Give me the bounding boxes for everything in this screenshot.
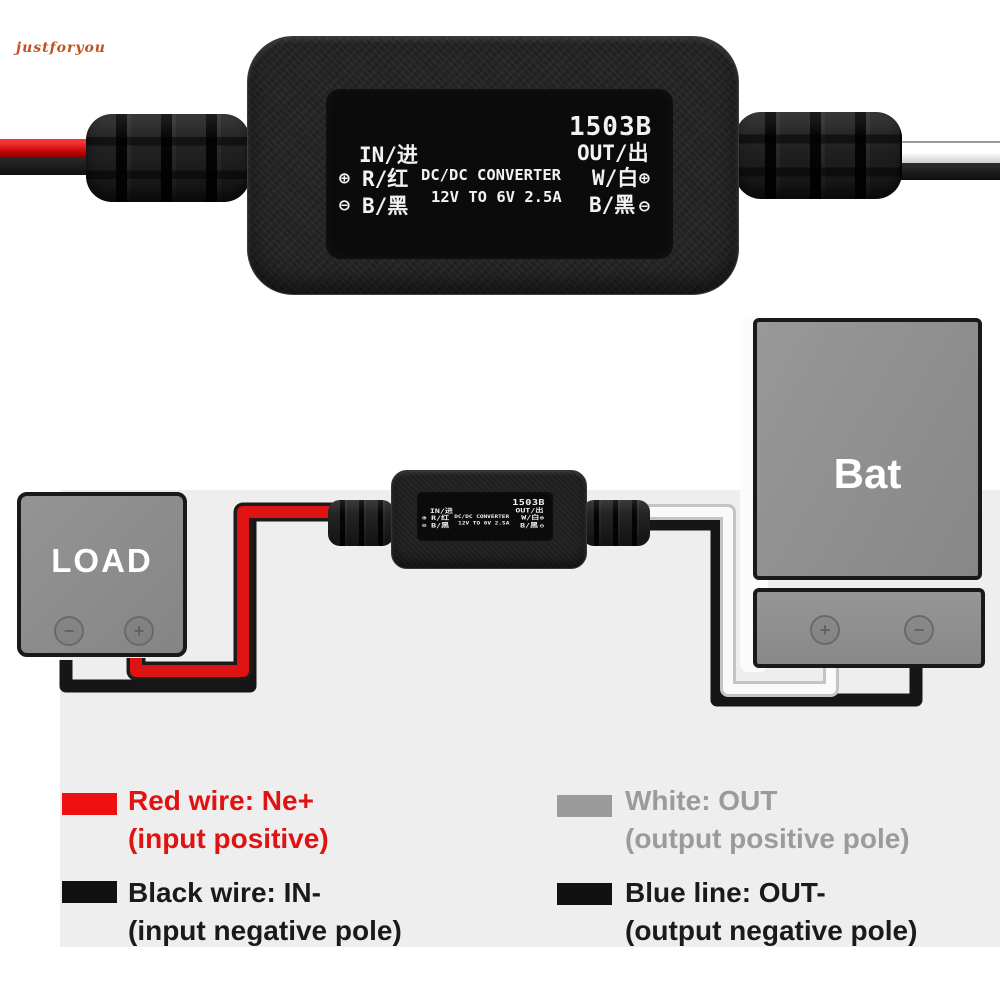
plus-icon: ⊕ (539, 514, 544, 521)
converter-title: DC/DC CONVERTER (421, 166, 561, 184)
model-number: 1503B (512, 498, 545, 508)
battery-positive-terminal: + (810, 615, 840, 645)
right-strain-relief (735, 112, 902, 199)
converter-label-plate-small: 1503B IN/进 OUT/出 ⊕ R/红 DC/DC CONVERTER W… (417, 492, 554, 541)
battery-terminal-block: + − (753, 588, 985, 668)
black-input-wire-photo (0, 157, 90, 175)
right-strain-relief-small (582, 500, 650, 546)
red-wire-swatch (62, 793, 117, 815)
load-positive-terminal: + (124, 616, 154, 646)
white-output-wire (646, 507, 836, 694)
legend-line: White: OUT (625, 785, 778, 816)
legend-item-black: Black wire: IN- (input negative pole) (128, 874, 402, 950)
red-input-wire (130, 506, 342, 677)
legend-line: Black wire: IN- (128, 877, 321, 908)
out-label: OUT/出 (577, 141, 649, 165)
blue-line-swatch (557, 883, 612, 905)
minus-glyph: − (63, 620, 75, 641)
legend-line: (output positive pole) (625, 823, 910, 854)
in-label: IN/进 (429, 507, 454, 515)
converter-label-plate: 1503B IN/进 OUT/出 ⊕ R/红 DC/DC CONVERTER W… (326, 89, 673, 259)
legend-item-blue: Blue line: OUT- (output negative pole) (625, 874, 917, 950)
legend-item-red: Red wire: Ne+ (input positive) (128, 782, 329, 858)
legend-line: (input negative pole) (128, 915, 402, 946)
plus-glyph: + (133, 620, 145, 641)
legend-item-white: White: OUT (output positive pole) (625, 782, 910, 858)
black-output-wire-photo (893, 163, 1000, 180)
load-negative-terminal: − (54, 616, 84, 646)
input-positive-label: R/红 (362, 167, 409, 191)
output-negative-label: B/黑 (520, 521, 539, 529)
converter-body: 1503B IN/进 OUT/出 ⊕ R/红 DC/DC CONVERTER W… (247, 36, 739, 295)
minus-icon: ⊖ (339, 195, 350, 216)
input-negative-label: B/黑 (362, 194, 409, 218)
input-positive-label: R/红 (431, 514, 450, 522)
white-wire-swatch (557, 795, 612, 817)
load-label: LOAD (51, 542, 153, 579)
battery-label: Bat (833, 450, 902, 497)
minus-icon: ⊖ (639, 196, 650, 217)
plus-icon: ⊕ (339, 168, 350, 189)
minus-icon: ⊖ (539, 522, 544, 529)
legend-line: (output negative pole) (625, 915, 918, 946)
load-box: LOAD − + (17, 492, 187, 657)
converter-title: DC/DC CONVERTER (454, 514, 510, 520)
legend-line: Blue line: OUT- (625, 877, 826, 908)
minus-icon: ⊖ (422, 522, 427, 529)
left-strain-relief-small (328, 500, 394, 546)
model-number: 1503B (569, 112, 653, 142)
minus-glyph: − (913, 619, 925, 640)
left-strain-relief (86, 114, 250, 202)
plus-glyph: + (819, 619, 831, 640)
in-label: IN/进 (359, 143, 418, 167)
watermark: justforyou (16, 40, 106, 56)
out-label: OUT/出 (515, 506, 544, 514)
red-input-wire-photo (0, 139, 96, 158)
plus-icon: ⊕ (422, 514, 427, 521)
plus-icon: ⊕ (639, 168, 650, 189)
output-negative-label: B/黑 (589, 193, 636, 217)
legend-line: (input positive) (128, 823, 329, 854)
black-wire-swatch (62, 881, 117, 903)
output-positive-label: W/白 (592, 166, 639, 190)
black-output-wire (646, 517, 923, 707)
legend-line: Red wire: Ne+ (128, 785, 314, 816)
battery-box: Bat (753, 318, 982, 580)
voltage-spec: 12V TO 6V 2.5A (431, 188, 562, 206)
battery-negative-terminal: − (904, 615, 934, 645)
output-positive-label: W/白 (521, 514, 540, 522)
voltage-spec: 12V TO 6V 2.5A (458, 520, 510, 526)
input-negative-label: B/黑 (431, 522, 450, 530)
converter-label-plate-small-inner: 1503B IN/进 OUT/出 ⊕ R/红 DC/DC CONVERTER W… (417, 492, 554, 541)
